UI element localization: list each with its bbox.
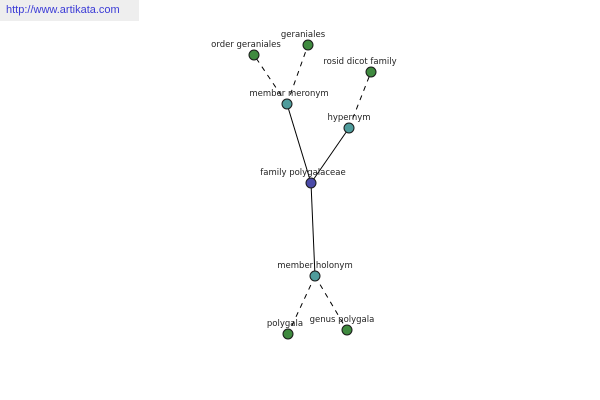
leaf-label-geraniales: geraniales xyxy=(281,30,326,40)
relation-node-member-meronym[interactable] xyxy=(281,98,293,110)
edge-hypernym xyxy=(310,127,350,184)
graph-nodes xyxy=(248,39,377,340)
relation-node-member-holonym[interactable] xyxy=(309,270,321,282)
relation-node-hypernym[interactable] xyxy=(343,122,355,134)
leaf-node-polygala[interactable] xyxy=(282,328,294,340)
edge-rosid-dicot-family xyxy=(348,71,372,129)
relation-label-member-meronym: member meronym xyxy=(249,89,328,99)
leaf-label-genus-polygala: genus polygala xyxy=(310,315,375,325)
leaf-node-rosid-dicot-family[interactable] xyxy=(365,66,377,78)
source-link[interactable]: http://www.artikata.com xyxy=(0,0,139,21)
leaf-node-geraniales[interactable] xyxy=(302,39,314,51)
graph-labels: family polygalaceae member meronym hyperny… xyxy=(211,30,396,329)
relation-label-hypernym: hypernym xyxy=(327,113,370,123)
edge-geraniales xyxy=(286,44,309,105)
relation-label-member-holonym: member holonym xyxy=(277,261,352,271)
center-node-label: family polygalaceae xyxy=(260,168,345,178)
leaf-label-rosid-dicot-family: rosid dicot family xyxy=(323,57,396,67)
leaf-label-polygala: polygala xyxy=(267,319,303,329)
center-node[interactable] xyxy=(305,177,317,189)
edge-member-meronym xyxy=(286,103,312,184)
leaf-node-order-geraniales[interactable] xyxy=(248,49,260,61)
leaf-node-genus-polygala[interactable] xyxy=(341,324,353,336)
edge-polygala xyxy=(287,275,316,335)
edge-genus-polygala xyxy=(314,275,348,331)
leaf-label-order-geraniales: order geraniales xyxy=(211,40,281,50)
edge-member-holonym xyxy=(310,182,316,277)
graph-edges xyxy=(253,44,372,335)
